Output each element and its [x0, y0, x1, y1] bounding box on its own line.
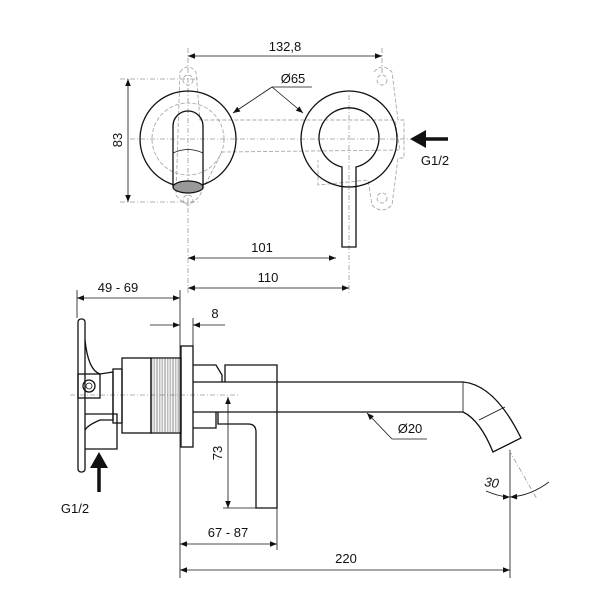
dim-center-distance: 132,8 — [269, 39, 302, 54]
lever-front — [318, 107, 380, 248]
wall-plate — [180, 345, 194, 448]
spout-outlet — [172, 180, 204, 194]
inlet-arrow-up-icon — [90, 452, 108, 468]
inlet-arrow-icon — [410, 130, 426, 148]
dim-angle: 30 — [483, 474, 500, 491]
dim-lever-height: 73 — [210, 446, 225, 460]
dim-rosette-diameter: Ø65 — [281, 71, 306, 86]
front-inlet-label: G1/2 — [421, 153, 449, 168]
inlet-nut — [77, 373, 101, 399]
dim-spout-diameter: Ø20 — [398, 421, 423, 436]
valve-body — [121, 357, 152, 434]
spout-front — [172, 110, 204, 187]
front-view: 132,8 Ø65 83 G1/2 101 110 — [110, 39, 449, 295]
side-view: 49 - 69 8 G1/2 Ø20 73 30 67 — [61, 280, 550, 578]
spout-side — [193, 381, 522, 453]
lever-rosette — [300, 90, 398, 188]
dim-plate-thickness: 8 — [211, 306, 218, 321]
dim-110: 110 — [258, 270, 279, 285]
dim-lever-projection: 67 - 87 — [208, 525, 248, 540]
mounting-flange — [77, 318, 86, 473]
dim-101: 101 — [251, 240, 273, 255]
dim-body-depth: 49 - 69 — [98, 280, 138, 295]
side-inlet-label: G1/2 — [61, 501, 89, 516]
thread-lines — [152, 359, 181, 432]
lever-side — [217, 364, 278, 509]
dim-spout-projection: 220 — [335, 551, 357, 566]
dim-height: 83 — [110, 133, 125, 147]
